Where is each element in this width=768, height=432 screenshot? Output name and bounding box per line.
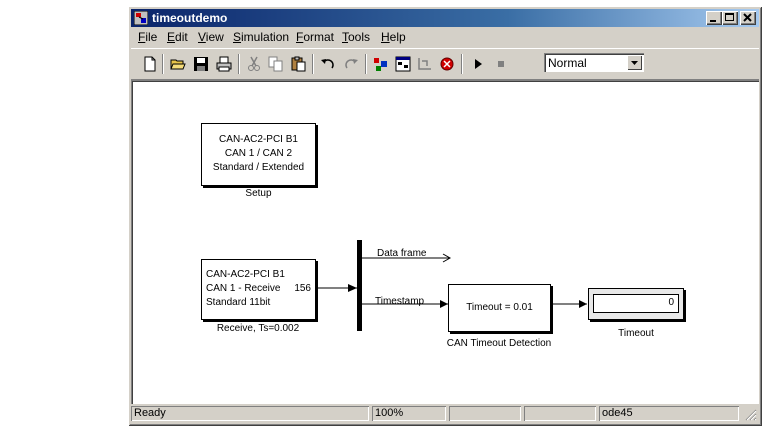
new-file-icon	[144, 56, 156, 72]
toolbar: Normal	[131, 48, 759, 80]
undo-button[interactable]	[318, 54, 338, 74]
zoom-panel: 100%	[372, 406, 446, 421]
menu-tools[interactable]: Tools	[342, 30, 371, 44]
toolbar-separator	[162, 54, 164, 74]
debug-icon	[418, 58, 431, 70]
model-window: timeoutdemo File Edit View Simulation Fo…	[128, 6, 762, 426]
dropdown-arrow-button[interactable]	[627, 55, 642, 70]
print-button[interactable]	[214, 54, 234, 74]
receive-port-value: 156	[294, 283, 311, 294]
window-title: timeoutdemo	[152, 11, 228, 25]
chevron-down-icon	[631, 61, 638, 65]
receive-line-3: Standard 11bit	[206, 297, 271, 308]
setup-line-1: CAN-AC2-PCI B1	[219, 134, 298, 145]
receive-line-2: CAN 1 - Receive	[206, 283, 281, 294]
copy-button[interactable]	[266, 54, 286, 74]
demux-bar[interactable]	[357, 240, 362, 331]
redo-button[interactable]	[341, 54, 361, 74]
timeout-detection-label: CAN Timeout Detection	[446, 338, 552, 349]
setup-line-3: Standard / Extended	[212, 162, 305, 173]
arrow-head-icon	[348, 284, 357, 292]
solver-panel: ode45	[599, 406, 739, 421]
simulation-mode-value: Normal	[548, 56, 587, 70]
close-icon	[743, 13, 752, 22]
timeout-detection-text: Timeout = 0.01	[466, 302, 533, 313]
arrow-head-icon	[442, 253, 452, 263]
title-bar[interactable]: timeoutdemo	[131, 9, 759, 27]
status-panel-empty-2	[524, 406, 596, 421]
setup-block-label: Setup	[245, 188, 272, 199]
library-browser-button[interactable]	[371, 54, 391, 74]
library-browser-icon	[374, 58, 387, 71]
menu-file[interactable]: File	[138, 30, 158, 44]
paste-button[interactable]	[288, 54, 308, 74]
menu-help[interactable]: Help	[381, 30, 406, 44]
open-button[interactable]	[168, 54, 188, 74]
timeout-display-label: Timeout	[618, 328, 654, 339]
new-button[interactable]	[140, 54, 160, 74]
open-folder-icon	[170, 59, 186, 70]
menu-edit[interactable]: Edit	[167, 30, 188, 44]
status-panel: Ready	[131, 406, 369, 421]
toolbar-separator	[238, 54, 240, 74]
timeout-display-block[interactable]: 0	[588, 288, 684, 320]
timestamp-label: Timestamp	[375, 296, 425, 307]
menu-bar: File Edit View Simulation Format Tools H…	[131, 28, 759, 47]
model-canvas[interactable]: CAN-AC2-PCI B1 CAN 1 / CAN 2 Standard / …	[131, 80, 759, 404]
cut-icon	[248, 56, 260, 71]
toolbar-separator	[461, 54, 463, 74]
menu-format[interactable]: Format	[296, 30, 335, 44]
build-button[interactable]	[437, 54, 457, 74]
model-browser-button[interactable]	[393, 54, 413, 74]
display-value: 0	[668, 297, 674, 308]
copy-icon	[268, 56, 283, 72]
zoom-text: 100%	[375, 407, 404, 419]
save-icon	[194, 57, 208, 71]
receive-block-label: Receive, Ts=0.002	[216, 323, 300, 334]
setup-line-2: CAN 1 / CAN 2	[224, 148, 293, 159]
menu-view[interactable]: View	[198, 30, 224, 44]
redo-icon	[345, 59, 358, 69]
timeout-detection-block[interactable]: Timeout = 0.01	[448, 284, 551, 332]
stop-simulation-button[interactable]	[491, 54, 511, 74]
status-bar: Ready 100% ode45	[131, 404, 759, 423]
resize-grip-icon[interactable]	[743, 407, 757, 421]
start-simulation-button[interactable]	[468, 54, 488, 74]
data-frame-label: Data frame	[377, 248, 427, 259]
arrow-head-icon	[440, 300, 448, 308]
cut-button[interactable]	[244, 54, 264, 74]
minimize-button[interactable]	[706, 11, 722, 25]
display-field: 0	[593, 294, 679, 313]
close-button[interactable]	[740, 11, 756, 25]
debug-button[interactable]	[415, 54, 435, 74]
maximize-icon	[725, 13, 734, 21]
menu-simulation[interactable]: Simulation	[233, 30, 290, 44]
solver-text: ode45	[602, 407, 633, 419]
print-icon	[216, 56, 232, 72]
arrow-head-icon	[579, 300, 587, 308]
toolbar-separator	[365, 54, 367, 74]
maximize-button[interactable]	[722, 11, 738, 25]
play-icon	[475, 59, 482, 69]
status-text: Ready	[134, 407, 166, 419]
receive-block[interactable]: CAN-AC2-PCI B1 CAN 1 - Receive 156 Stand…	[201, 259, 316, 320]
simulation-mode-select[interactable]: Normal	[544, 53, 644, 72]
signal-lines	[315, 253, 587, 308]
model-browser-icon	[395, 56, 411, 72]
simulink-app-icon	[134, 11, 148, 25]
receive-line-1: CAN-AC2-PCI B1	[206, 269, 285, 280]
setup-block[interactable]: CAN-AC2-PCI B1 CAN 1 / CAN 2 Standard / …	[201, 123, 316, 186]
paste-icon	[291, 56, 306, 72]
undo-icon	[321, 59, 334, 69]
toolbar-separator	[312, 54, 314, 74]
minimize-icon	[710, 20, 716, 22]
build-icon	[440, 57, 454, 71]
save-button[interactable]	[191, 54, 211, 74]
stop-icon	[498, 61, 504, 67]
status-panel-empty-1	[449, 406, 521, 421]
